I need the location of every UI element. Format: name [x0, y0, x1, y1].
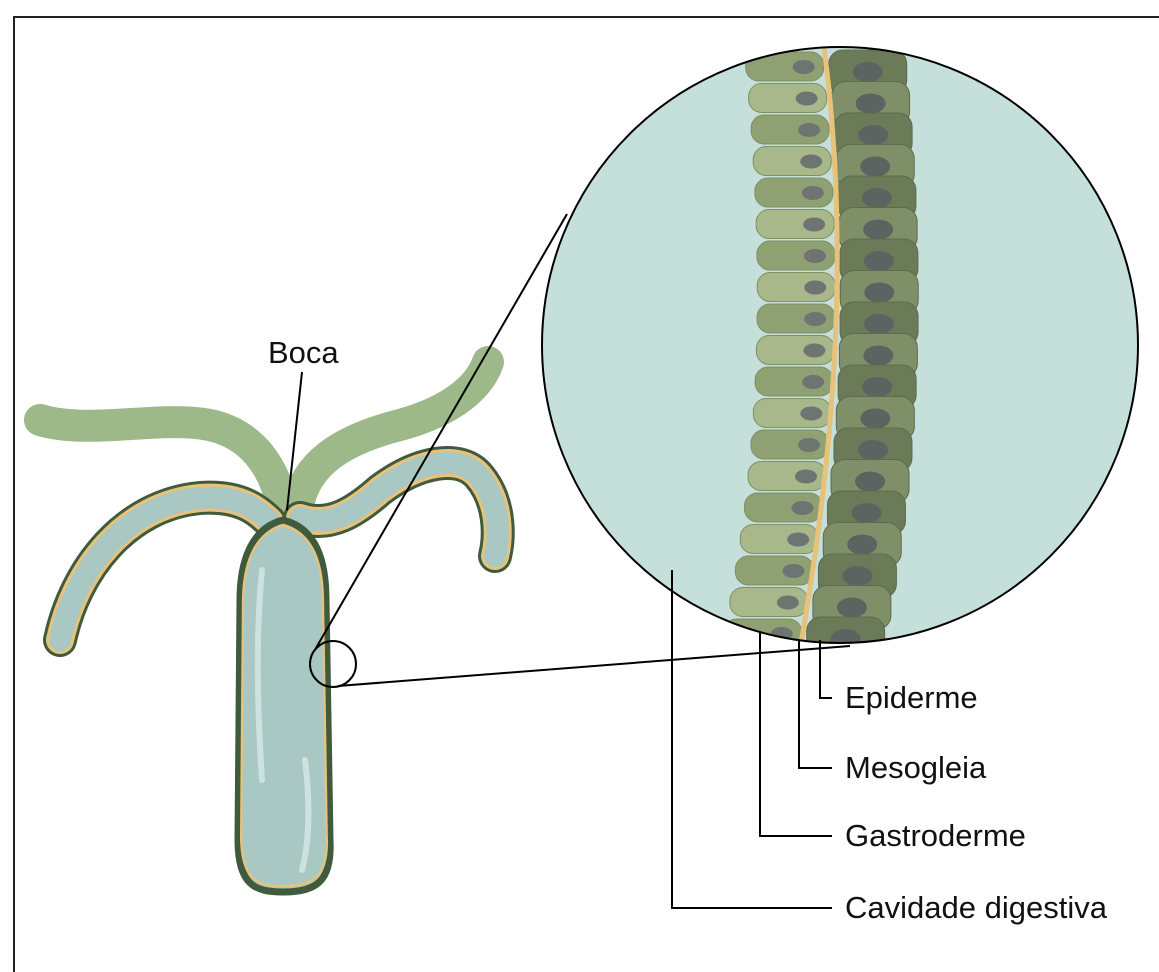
cell-nucleus: [798, 123, 820, 137]
cell-nucleus: [787, 533, 809, 547]
cell-nucleus: [856, 94, 886, 114]
cell-nucleus: [802, 186, 824, 200]
cell-nucleus: [795, 470, 817, 484]
cell-nucleus: [860, 409, 890, 429]
cell-nucleus: [851, 503, 881, 523]
cell-nucleus: [862, 377, 892, 397]
label-digestive-cavity: Cavidade digestiva: [845, 890, 1108, 925]
cell-nucleus: [803, 218, 825, 232]
cell-nucleus: [863, 346, 893, 366]
cell-nucleus: [798, 438, 820, 452]
cell-nucleus: [800, 407, 822, 421]
cell-nucleus: [853, 62, 883, 82]
cell-nucleus: [802, 375, 824, 389]
cell-nucleus: [847, 535, 877, 555]
label-mouth: Boca: [268, 335, 339, 370]
zoom-connector-bottom: [338, 646, 850, 686]
cell-nucleus: [824, 661, 854, 681]
hydra-body: [40, 362, 498, 892]
cell-nucleus: [804, 249, 826, 263]
cell-nucleus: [837, 598, 867, 618]
leader-mesoglea: [799, 640, 832, 768]
cell-nucleus: [777, 596, 799, 610]
cell-nucleus: [804, 281, 826, 295]
cell-nucleus: [862, 188, 892, 208]
cell-nucleus: [800, 155, 822, 169]
label-mesoglea: Mesogleia: [845, 750, 987, 785]
cell-nucleus: [860, 157, 890, 177]
cell-nucleus: [858, 440, 888, 460]
cell-nucleus: [864, 314, 894, 334]
cell-nucleus: [864, 283, 894, 303]
cell-nucleus: [858, 125, 888, 145]
cell-nucleus: [764, 659, 786, 673]
leader-gastrodermis: [760, 632, 832, 836]
cell-nucleus: [796, 92, 818, 106]
hydra-trunk: [238, 520, 330, 892]
cell-nucleus: [864, 251, 894, 271]
cell-nucleus: [842, 566, 872, 586]
label-gastrodermis: Gastroderme: [845, 818, 1026, 853]
cell-nucleus: [803, 344, 825, 358]
cell-nucleus: [793, 60, 815, 74]
cell-nucleus: [863, 220, 893, 240]
hydra-tentacle-layer: [300, 463, 498, 556]
cell-nucleus: [804, 312, 826, 326]
cell-nucleus: [782, 564, 804, 578]
cell-nucleus: [791, 501, 813, 515]
cell-nucleus: [855, 472, 885, 492]
magnified-body-wall: [540, 40, 1159, 693]
label-epidermis: Epiderme: [845, 680, 978, 715]
